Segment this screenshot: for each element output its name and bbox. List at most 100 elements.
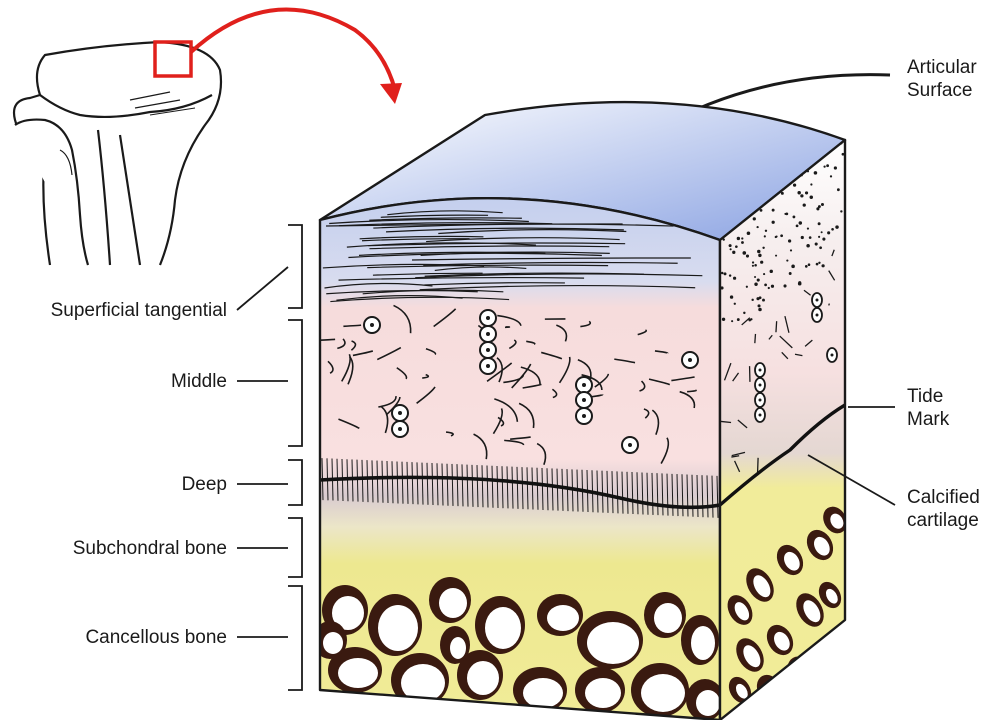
surface-dot xyxy=(762,247,764,249)
surface-dot xyxy=(763,273,765,275)
surface-dot xyxy=(822,238,825,241)
marrow-space xyxy=(450,637,466,659)
surface-dot xyxy=(815,243,818,246)
surface-dot xyxy=(751,299,753,301)
surface-dot xyxy=(742,251,746,255)
surface-dot xyxy=(783,284,786,287)
label-cancellous-bone: Cancellous bone xyxy=(85,626,227,649)
surface-dot xyxy=(752,265,754,267)
surface-dot xyxy=(818,222,821,225)
surface-dot xyxy=(731,320,733,322)
surface-dot xyxy=(734,303,736,305)
surface-dot xyxy=(790,249,792,251)
surface-dot xyxy=(806,244,810,248)
chondrocyte-nucleus xyxy=(486,316,490,320)
surface-dot xyxy=(733,277,736,280)
surface-dot xyxy=(788,239,791,242)
block-side-face xyxy=(720,140,852,720)
surface-dot xyxy=(808,263,811,266)
surface-dot xyxy=(754,282,757,285)
bracket-cancellous xyxy=(288,586,302,690)
surface-dot xyxy=(754,276,756,278)
surface-dot xyxy=(770,270,773,273)
surface-dot xyxy=(753,217,756,220)
surface-dot xyxy=(768,287,770,289)
surface-dot xyxy=(819,246,822,249)
surface-dot xyxy=(772,209,775,212)
surface-dot xyxy=(831,228,834,231)
surface-dot xyxy=(809,236,812,239)
surface-dot xyxy=(810,183,812,185)
surface-dot xyxy=(737,237,740,240)
surface-dot xyxy=(837,188,840,191)
surface-dot xyxy=(789,272,792,275)
surface-dot xyxy=(741,237,743,239)
surface-dot xyxy=(800,194,803,197)
surface-dot xyxy=(821,231,823,233)
surface-dot xyxy=(730,248,732,250)
marrow-space xyxy=(323,632,343,654)
surface-dot xyxy=(758,308,762,312)
surface-dot xyxy=(799,221,802,224)
zoom-arrow xyxy=(191,10,402,104)
marrow-space xyxy=(696,690,720,716)
surface-dot xyxy=(729,244,732,247)
surface-dot xyxy=(735,245,738,248)
marrow-space xyxy=(467,661,499,695)
chondrocyte-nucleus xyxy=(628,443,632,447)
surface-dot xyxy=(816,263,819,266)
surface-dot xyxy=(780,234,783,237)
surface-dot xyxy=(762,299,765,302)
chondrocyte-nucleus xyxy=(582,414,586,418)
surface-dot xyxy=(743,312,745,314)
surface-dot xyxy=(752,261,754,263)
marrow-space xyxy=(439,588,467,618)
surface-dot xyxy=(764,284,767,287)
label-middle: Middle xyxy=(171,370,227,393)
marrow-space xyxy=(654,603,682,633)
surface-dot xyxy=(721,272,724,275)
chondrocyte-nucleus xyxy=(688,358,692,362)
surface-dot xyxy=(765,230,767,232)
surface-dot xyxy=(805,265,808,268)
marrow-space xyxy=(523,678,563,708)
bracket-deep xyxy=(288,460,302,505)
label-subchondral-bone: Subchondral bone xyxy=(73,537,227,560)
surface-dot xyxy=(772,221,775,224)
surface-dot xyxy=(826,164,829,167)
surface-dot xyxy=(810,196,813,199)
block-front-face xyxy=(313,198,724,720)
surface-dot xyxy=(771,285,774,288)
marrow-space xyxy=(485,607,521,649)
chondrocyte-nucleus xyxy=(582,383,586,387)
surface-dot xyxy=(758,304,761,307)
side-crack xyxy=(776,321,777,332)
surface-dot xyxy=(756,297,759,300)
surface-dot xyxy=(737,318,740,321)
surface-dot xyxy=(741,241,744,244)
surface-dot xyxy=(746,254,749,257)
surface-dot xyxy=(756,226,758,228)
chondrocyte-nucleus xyxy=(486,348,490,352)
surface-dot xyxy=(830,175,832,177)
zone-brackets xyxy=(237,225,302,690)
surface-dot xyxy=(754,264,757,267)
surface-dot xyxy=(746,286,748,288)
side-chondrocyte-nucleus xyxy=(759,369,762,372)
label-deep: Deep xyxy=(182,473,227,496)
surface-dot xyxy=(722,318,725,321)
chondrocyte-nucleus xyxy=(398,427,402,431)
surface-dot xyxy=(821,264,824,267)
surface-dot xyxy=(818,205,821,208)
marrow-space xyxy=(378,605,418,651)
surface-dot xyxy=(834,166,837,169)
surface-dot xyxy=(764,235,766,237)
surface-dot xyxy=(793,216,796,219)
side-chondrocyte-nucleus xyxy=(816,314,819,317)
surface-dot xyxy=(786,259,788,261)
surface-dot xyxy=(823,166,825,168)
label-calcified-cartilage: Calcified cartilage xyxy=(907,486,980,532)
label-articular-surface: Articular Surface xyxy=(907,56,977,102)
side-chondrocyte-nucleus xyxy=(759,384,762,387)
